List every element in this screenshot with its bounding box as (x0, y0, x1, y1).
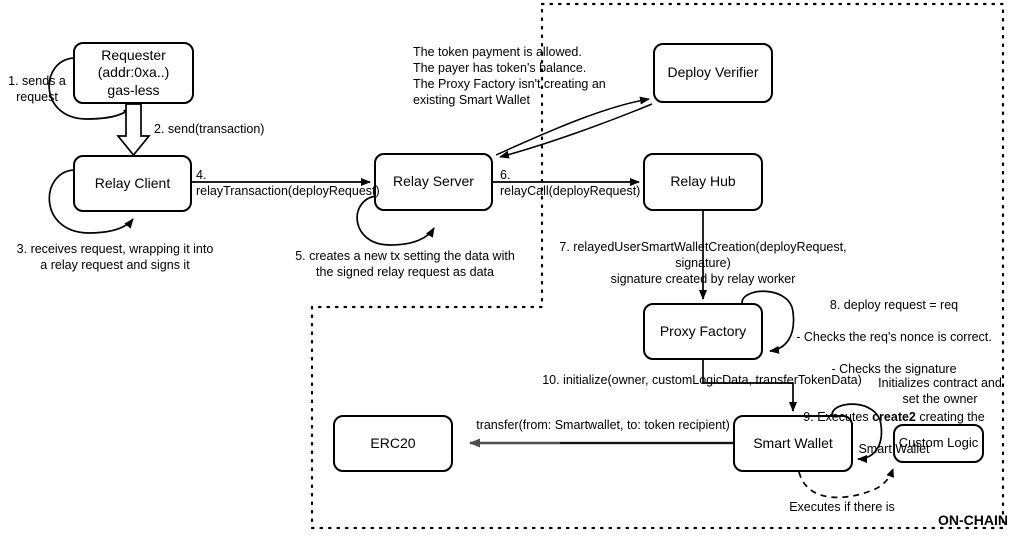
node-proxy-factory[interactable]: Proxy Factory (643, 303, 763, 360)
label-executes-if-there-is: Executes if there is (789, 500, 895, 514)
label-factory-checks: 8. deploy request = req - Checks the req… (785, 281, 1003, 473)
factory-check-line-4-prefix: 9. Executes (803, 410, 873, 424)
label-step-5: 5. creates a new tx setting the data wit… (295, 249, 515, 279)
edge-requester-self (48, 57, 133, 120)
edge-verifier-to-server (499, 103, 653, 159)
node-relay-server[interactable]: Relay Server (374, 153, 493, 211)
node-relay-hub[interactable]: Relay Hub (643, 153, 763, 211)
label-transfer: transfer(from: Smartwallet, to: token re… (476, 418, 730, 432)
node-erc20-label: ERC20 (370, 434, 416, 451)
on-chain-zone-label: ON-CHAIN (938, 512, 1008, 528)
node-smart-wallet-label: Smart Wallet (753, 434, 833, 451)
node-custom-logic[interactable]: Custom Logic (893, 424, 984, 463)
label-step-6: 6. relayCall(deployRequest) (500, 168, 641, 198)
node-smart-wallet[interactable]: Smart Wallet (733, 415, 853, 472)
edge-executes-if-there-is (798, 468, 894, 499)
node-custom-logic-label: Custom Logic (898, 435, 979, 451)
node-relay-client[interactable]: Relay Client (73, 155, 192, 212)
node-deploy-verifier[interactable]: Deploy Verifier (653, 43, 773, 103)
edge-relay-server-self (356, 195, 435, 246)
label-step-2: 2. send(transaction) (154, 122, 265, 136)
factory-check-line-4-suffix: creating the (915, 410, 985, 424)
node-erc20[interactable]: ERC20 (333, 415, 453, 472)
label-step-3: 3. receives request, wrapping it into a … (16, 242, 214, 272)
on-chain-boundary (310, 2, 1005, 530)
factory-check-line-5: Smart Wallet (858, 442, 930, 456)
edge-server-to-verifier (495, 96, 650, 156)
edge-proxy-factory-self (741, 290, 795, 354)
node-relay-server-label: Relay Server (393, 173, 474, 190)
label-step-7: 7. relayedUserSmartWalletCreation(deploy… (559, 240, 847, 286)
edge-send-transaction (116, 103, 151, 157)
factory-check-line-4: 9. Executes create2 creating the (785, 393, 1003, 425)
label-initializes-contract: Initializes contract and set the owner (878, 376, 1002, 406)
node-deploy-verifier-label: Deploy Verifier (667, 64, 759, 81)
factory-check-line-3: - Checks the signature (831, 362, 957, 376)
factory-check-line-2: - Checks the req's nonce is correct. (796, 330, 992, 344)
factory-check-create2: create2 (872, 410, 916, 424)
label-step-4: 4. relayTransaction(deployRequest) (196, 168, 380, 198)
node-relay-hub-label: Relay Hub (670, 173, 736, 190)
edge-relay-client-self (48, 169, 134, 234)
edge-initialize (702, 360, 797, 412)
edge-smart-wallet-self (831, 403, 883, 463)
label-verifier-conditions: The token payment is allowed. The payer … (413, 45, 606, 107)
factory-check-line-1: 8. deploy request = req (829, 298, 959, 312)
label-step-10: 10. initialize(owner, customLogicData, t… (542, 373, 862, 387)
label-step-1: 1. sends a request (8, 74, 66, 104)
node-relay-client-label: Relay Client (94, 174, 171, 191)
node-requester-label: Requester (addr:0xa..) gas-less (97, 46, 170, 98)
node-requester[interactable]: Requester (addr:0xa..) gas-less (73, 42, 194, 104)
node-proxy-factory-label: Proxy Factory (659, 322, 747, 339)
